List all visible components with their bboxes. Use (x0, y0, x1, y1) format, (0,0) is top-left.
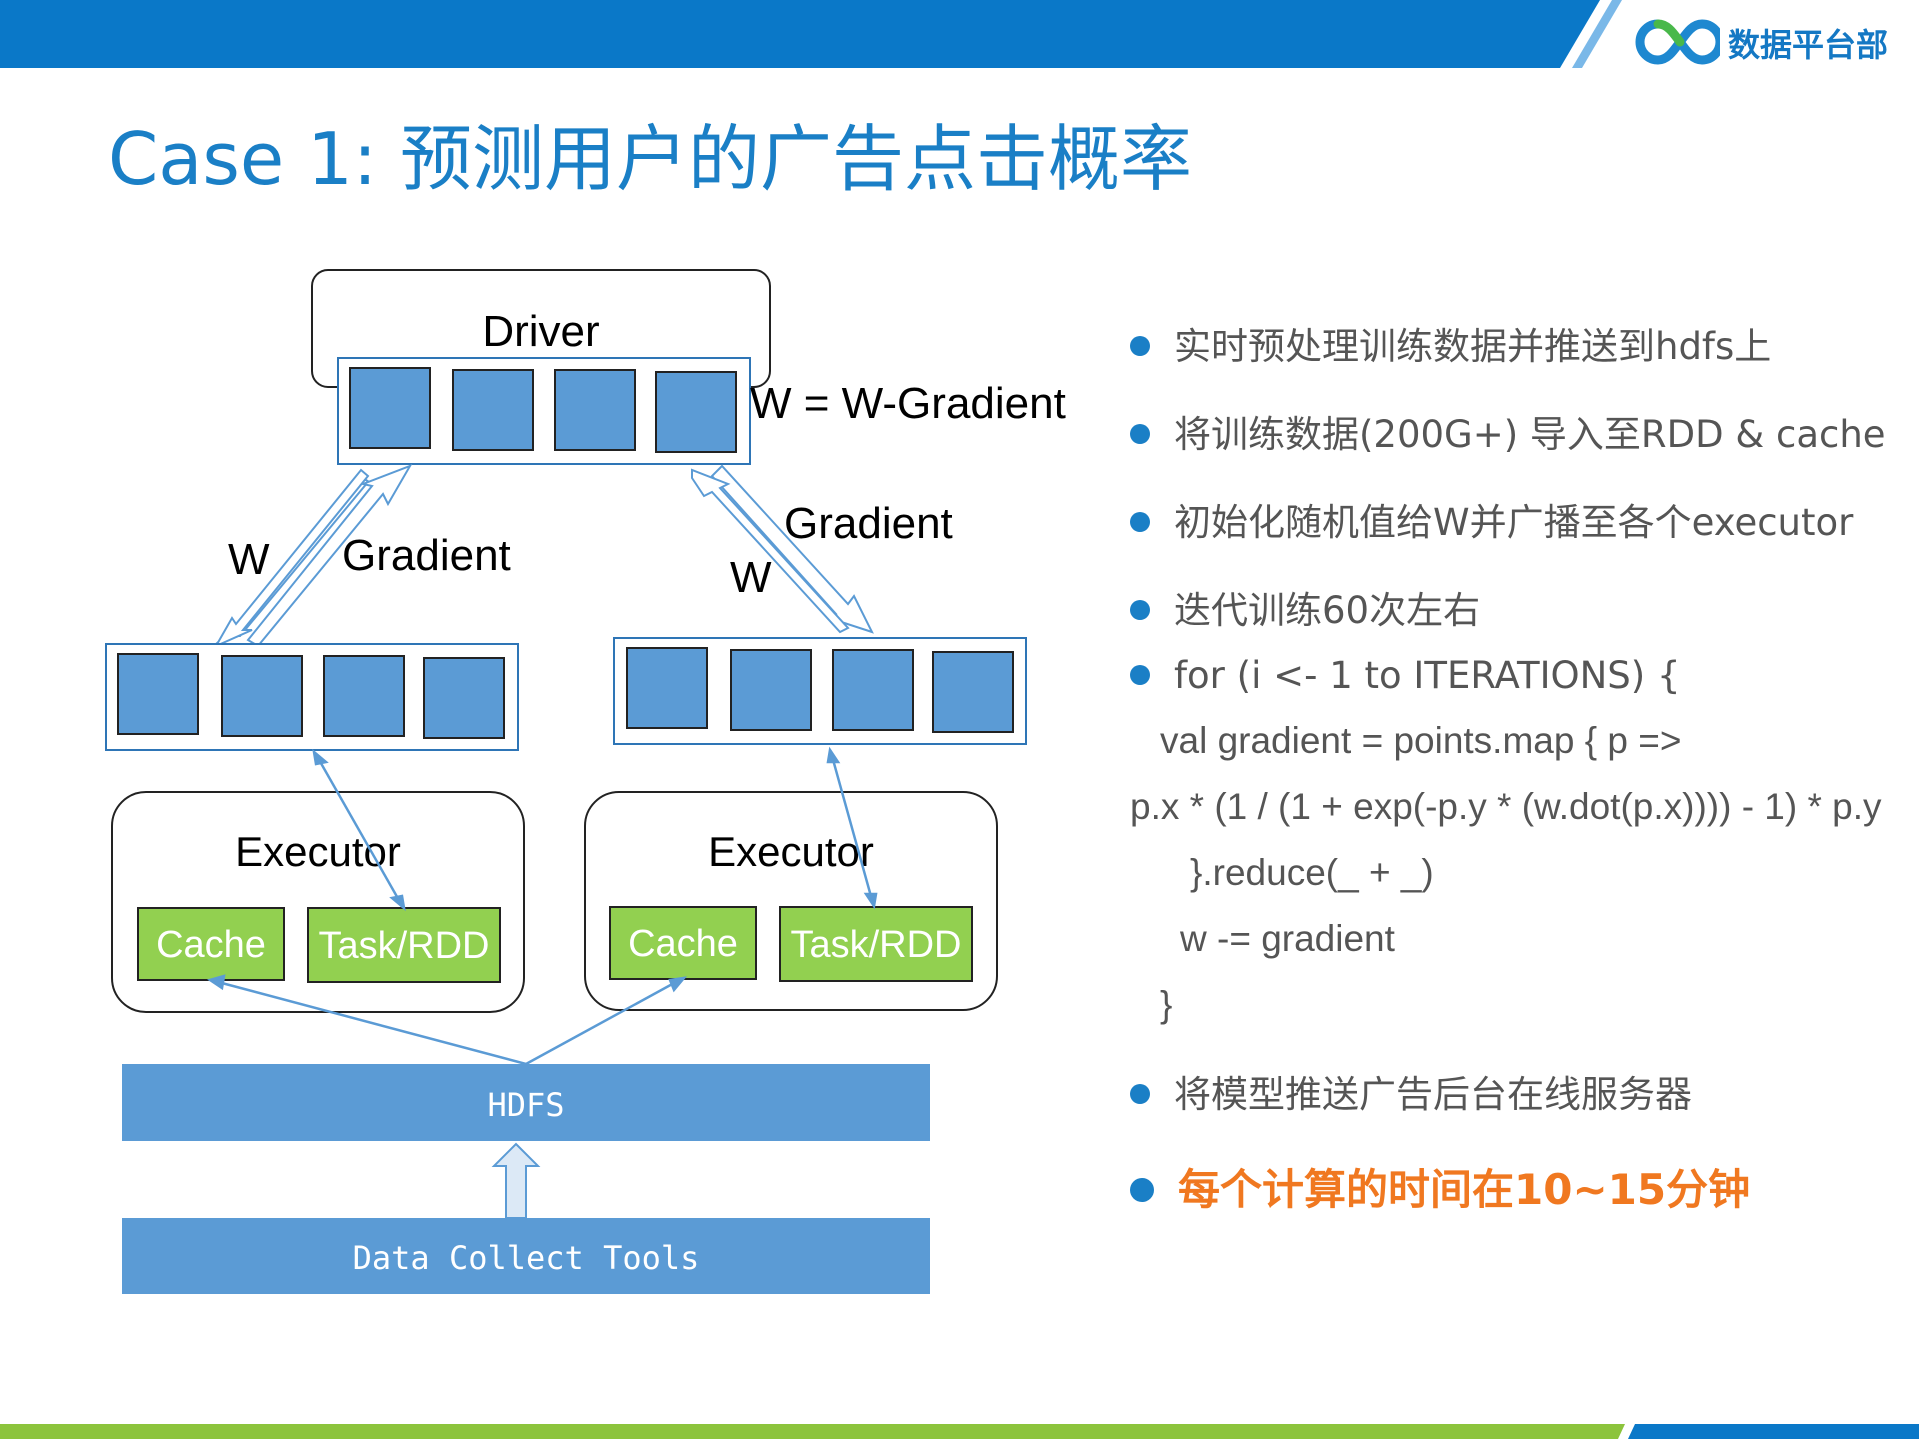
arrowhead (668, 976, 688, 993)
executor-right-task (779, 906, 973, 982)
highlight-bullet: 每个计算的时间在10~15分钟 (1130, 1156, 1750, 1217)
bullet-item: 将训练数据(200G+) 导入至RDD & cache (1130, 404, 1886, 458)
left-partition (423, 657, 505, 739)
executor-left-cache-label: Cache (156, 924, 266, 966)
left-gradient-arrow (246, 464, 413, 648)
bullet-dot-icon (1130, 599, 1150, 620)
header-bar (0, 0, 1622, 68)
bullet-item: 迭代训练60次左右 (1130, 580, 1480, 634)
logo-icon (1635, 19, 1720, 65)
logo-text: 数据平台部 (1728, 26, 1889, 64)
right-partition (832, 649, 914, 731)
driver-partition (655, 371, 737, 453)
arrowhead (389, 894, 406, 912)
executor-right-label: Executor (708, 828, 874, 875)
bullet-dot-icon (1130, 1083, 1150, 1104)
bullet-item: 将模型推送广告后台在线服务器 (1130, 1064, 1692, 1118)
left-partition (323, 655, 405, 737)
right-partition (730, 649, 812, 731)
driver-partition (349, 367, 431, 449)
hdfs-bar (122, 1064, 930, 1141)
left-partition (221, 655, 303, 737)
code-line: val gradient = points.map { p => (1160, 720, 1682, 761)
right-w-arrow (691, 468, 850, 634)
arrowhead (826, 746, 841, 764)
code-line: p.x * (1 / (1 + exp(-p.y * (w.dot(p.x)))… (1130, 786, 1882, 827)
executor-right-task-label: Task/RDD (790, 924, 961, 966)
right-partition-task-link (830, 755, 874, 901)
hdfs-left-cache-link (217, 980, 527, 1066)
right-partition (932, 651, 1014, 733)
data-collect-label: Data Collect Tools (353, 1239, 700, 1277)
code-line: w -= gradient (1180, 918, 1395, 959)
code-line: } (1160, 984, 1173, 1025)
arrowhead (207, 974, 226, 991)
left-partition-task-link (316, 757, 402, 903)
bullet-dot-icon (1130, 664, 1150, 685)
bullet-item: 实时预处理训练数据并推送到hdfs上 (1130, 316, 1771, 370)
driver-label: Driver (482, 307, 599, 356)
bullet-item: 初始化随机值给W并广播至各个executor (1130, 492, 1853, 546)
up-arrow-icon (491, 1142, 541, 1219)
right-partition (626, 647, 708, 729)
arrowhead (863, 892, 878, 910)
executor-left-cache (137, 907, 285, 981)
page-title: Case 1: 预测用户的广告点击概率 (108, 117, 1193, 201)
bullet-dot-icon (1130, 423, 1150, 444)
data-collect-bar (122, 1218, 930, 1294)
executor-right-cache-label: Cache (628, 923, 738, 965)
left-partition (117, 653, 199, 735)
right-gradient-label: Gradient (784, 499, 953, 548)
left-w-arrow (213, 468, 370, 649)
executor-right-cache (609, 906, 757, 980)
hdfs-label: HDFS (487, 1086, 564, 1124)
code-line: }.reduce(_ + _) (1190, 852, 1434, 893)
left-gradient-label: Gradient (342, 531, 511, 580)
executor-left-label: Executor (235, 828, 401, 875)
bullet-item: for (i <- 1 to ITERATIONS) { (1130, 654, 1681, 697)
arrowhead (312, 748, 329, 766)
hdfs-right-cache-link (525, 980, 677, 1066)
update-label: W = W-Gradient (750, 379, 1066, 428)
bullet-dot-icon (1130, 511, 1150, 532)
right-w-label: W (730, 553, 772, 602)
bullet-dot-icon (1130, 1177, 1154, 1202)
right-gradient-arrow (710, 464, 874, 634)
driver-partition (554, 369, 636, 451)
driver-partition (452, 369, 534, 451)
footer-bar (0, 1424, 1919, 1439)
executor-left-task-label: Task/RDD (318, 925, 489, 967)
left-w-label: W (228, 535, 270, 584)
bullet-dot-icon (1130, 335, 1150, 356)
